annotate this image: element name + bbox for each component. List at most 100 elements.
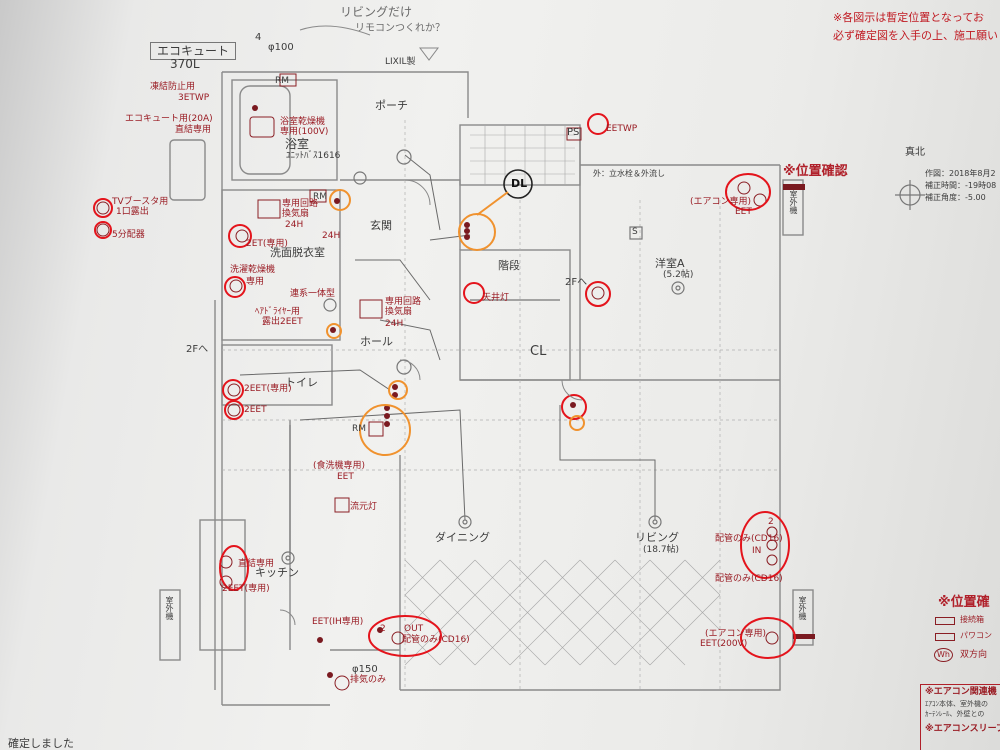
hall-vent-label-2: 換気扇	[385, 307, 413, 317]
dining-label: ダイニング	[435, 531, 490, 544]
ceiling-fixtures	[281, 149, 925, 565]
washroom-label: 洗面脱衣室	[270, 246, 325, 259]
living-size: (18.7帖)	[643, 545, 680, 555]
red-check-circles	[93, 113, 796, 659]
freeze-protect-code: 3ETWP	[178, 93, 210, 103]
location-check-title-2: ※位置確	[938, 595, 990, 610]
ih-label: EET(IH専用)	[312, 617, 364, 627]
porch-label: ポーチ	[375, 99, 408, 112]
handwritten-stroke	[299, 25, 371, 36]
food-washer-label: (食洗機専用)	[313, 461, 366, 471]
aircon-notes-line-2: ｶｰﾃﾝﾚｰﾙ、外壁との	[925, 710, 985, 718]
number-2-label-b: 2	[768, 517, 774, 527]
dedicated-vent-label-2: 換気扇	[282, 209, 310, 219]
flow-light-label: 流元灯	[350, 502, 378, 512]
distributor-label: 5分配器	[112, 230, 145, 240]
door-swings	[279, 179, 583, 626]
kitchen-label: キッチン	[255, 566, 299, 579]
legend-swatch-1	[935, 617, 955, 625]
outdoor-unit-label-3: 室外機	[165, 596, 174, 620]
hair-dryer-label: ﾍｱﾄﾞﾗｲﾔｰ用	[255, 307, 301, 317]
pipe-only-label-2: 配管のみ(CD16)	[715, 534, 783, 544]
entrance-label: 玄関	[370, 219, 392, 232]
outdoor-unit-label-2: 室外機	[798, 596, 807, 620]
pipe-only-label: 配管のみ(CD16)	[402, 635, 470, 645]
north-line-1: 作図：2018年8月2	[925, 169, 996, 178]
toilet-eet-label: 2EET(専用)	[244, 384, 292, 394]
aircon-notes-line-1: ｴｱｺﾝ本体、室外機の	[925, 700, 988, 708]
rm-label-2: RM	[313, 192, 328, 202]
bath-dryer-label: 浴室乾燥機	[280, 117, 326, 127]
outlet-symbols	[96, 73, 779, 691]
ceiling-light-label: 天井灯	[482, 293, 510, 303]
bath-dryer-label-2: 専用(100V)	[280, 127, 329, 137]
ecocute-label: エコキュート	[150, 42, 237, 60]
rm-label-1: RM	[275, 76, 290, 86]
exhaust-label: 排気のみ	[350, 675, 387, 685]
rm-label-3: RM	[352, 424, 367, 434]
hair-dryer-label-2: 露出2EET	[262, 317, 303, 327]
ecocute-direct-label-2: 直結専用	[175, 125, 212, 135]
ecocute-capacity: 370L	[170, 57, 200, 71]
bath-size-label: ﾕﾆｯﾄﾊﾞｽ1616	[286, 151, 341, 161]
location-check-title: ※位置確認	[783, 164, 848, 179]
s-mark: S	[632, 227, 638, 237]
linked-label: 連系一体型	[290, 289, 336, 299]
ps-label: PS	[567, 127, 580, 138]
handwritten-memo-2: リモコンつくれか？	[355, 23, 445, 34]
north-line-3: 補正角度：-5.00	[925, 193, 986, 202]
to-2f-label: 2Fへ	[186, 344, 209, 355]
legend-item-3: 双方向	[960, 650, 988, 660]
aircon-a-label-2: EET	[735, 207, 752, 217]
eet2-label: 2EET	[244, 405, 267, 415]
western-a-label: 洋室A	[655, 257, 685, 270]
aircon-notes-box: ※エアコン関連機 ｴｱｺﾝ本体、室外機の ｶｰﾃﾝﾚｰﾙ、外壁との ※エアコンス…	[920, 684, 1000, 750]
h24-label-b: 24H	[322, 231, 341, 241]
tv-booster-label-2: 1口露出	[116, 207, 149, 217]
living-label: リビング	[635, 531, 679, 544]
h24-label: 24H	[285, 220, 304, 230]
western-a-size: (5.2帖)	[663, 270, 694, 280]
in-label: IN	[752, 546, 762, 556]
outlet-dots	[252, 105, 815, 678]
aircon-a-label: (エアコン専用)	[690, 197, 752, 207]
terrace-hatch	[404, 125, 721, 666]
handwritten-memo-1: リビングだけ	[340, 5, 413, 19]
number-4: 4	[255, 32, 262, 43]
grid-lines	[222, 120, 780, 690]
washer-label: 洗濯乾燥機	[230, 265, 276, 275]
food-washer-eet: EET	[337, 472, 354, 482]
phi150-label: φ150	[352, 664, 378, 675]
note-top-1: ※各図示は暫定位置となってお	[833, 11, 985, 24]
legend-swatch-2	[935, 633, 955, 641]
phi100-label: φ100	[268, 42, 294, 53]
hall-vent-label: 専用回路	[385, 297, 422, 307]
dl-marker: DL	[511, 177, 528, 190]
legend-item-1: 接続箱	[960, 615, 984, 624]
to-2f-label-b: 2Fへ	[565, 277, 588, 288]
outdoor-unit-label: 室外機	[789, 190, 798, 214]
washer-label-2: 専用	[246, 277, 265, 287]
freeze-protect-label: 凍結防止用	[150, 82, 196, 92]
legend: 接続箱 パワコン Wh 双方向	[930, 595, 1000, 675]
wiring-lines	[239, 154, 656, 555]
bottom-note: 確定しました	[8, 737, 74, 750]
eetwp-label: EETWP	[606, 124, 638, 134]
out-label: OUT	[404, 624, 424, 634]
aircon-notes-title: ※エアコン関連機	[925, 687, 997, 697]
north-triangle	[419, 47, 439, 61]
h24-label-c: 24H	[385, 319, 404, 329]
aircon-living-label-2: EET(200V)	[700, 639, 748, 649]
closet-label: CL	[530, 344, 547, 359]
number-2-label: 2	[380, 624, 386, 634]
pipe-only-label-3: 配管のみ(CD16)	[715, 574, 783, 584]
stairs-label: 階段	[498, 259, 520, 272]
ecocute-direct-label: エコキュート用(20A)	[125, 114, 213, 124]
legend-item-2: パワコン	[960, 631, 992, 640]
hall-label: ホール	[360, 335, 393, 348]
tv-booster-label: TVブースタ用	[112, 197, 169, 207]
aircon-living-label: (エアコン専用)	[705, 629, 767, 639]
water-tap-label: 外：立水栓＆外流し	[593, 169, 665, 178]
north-line-2: 補正時間：-19時08	[925, 181, 997, 190]
